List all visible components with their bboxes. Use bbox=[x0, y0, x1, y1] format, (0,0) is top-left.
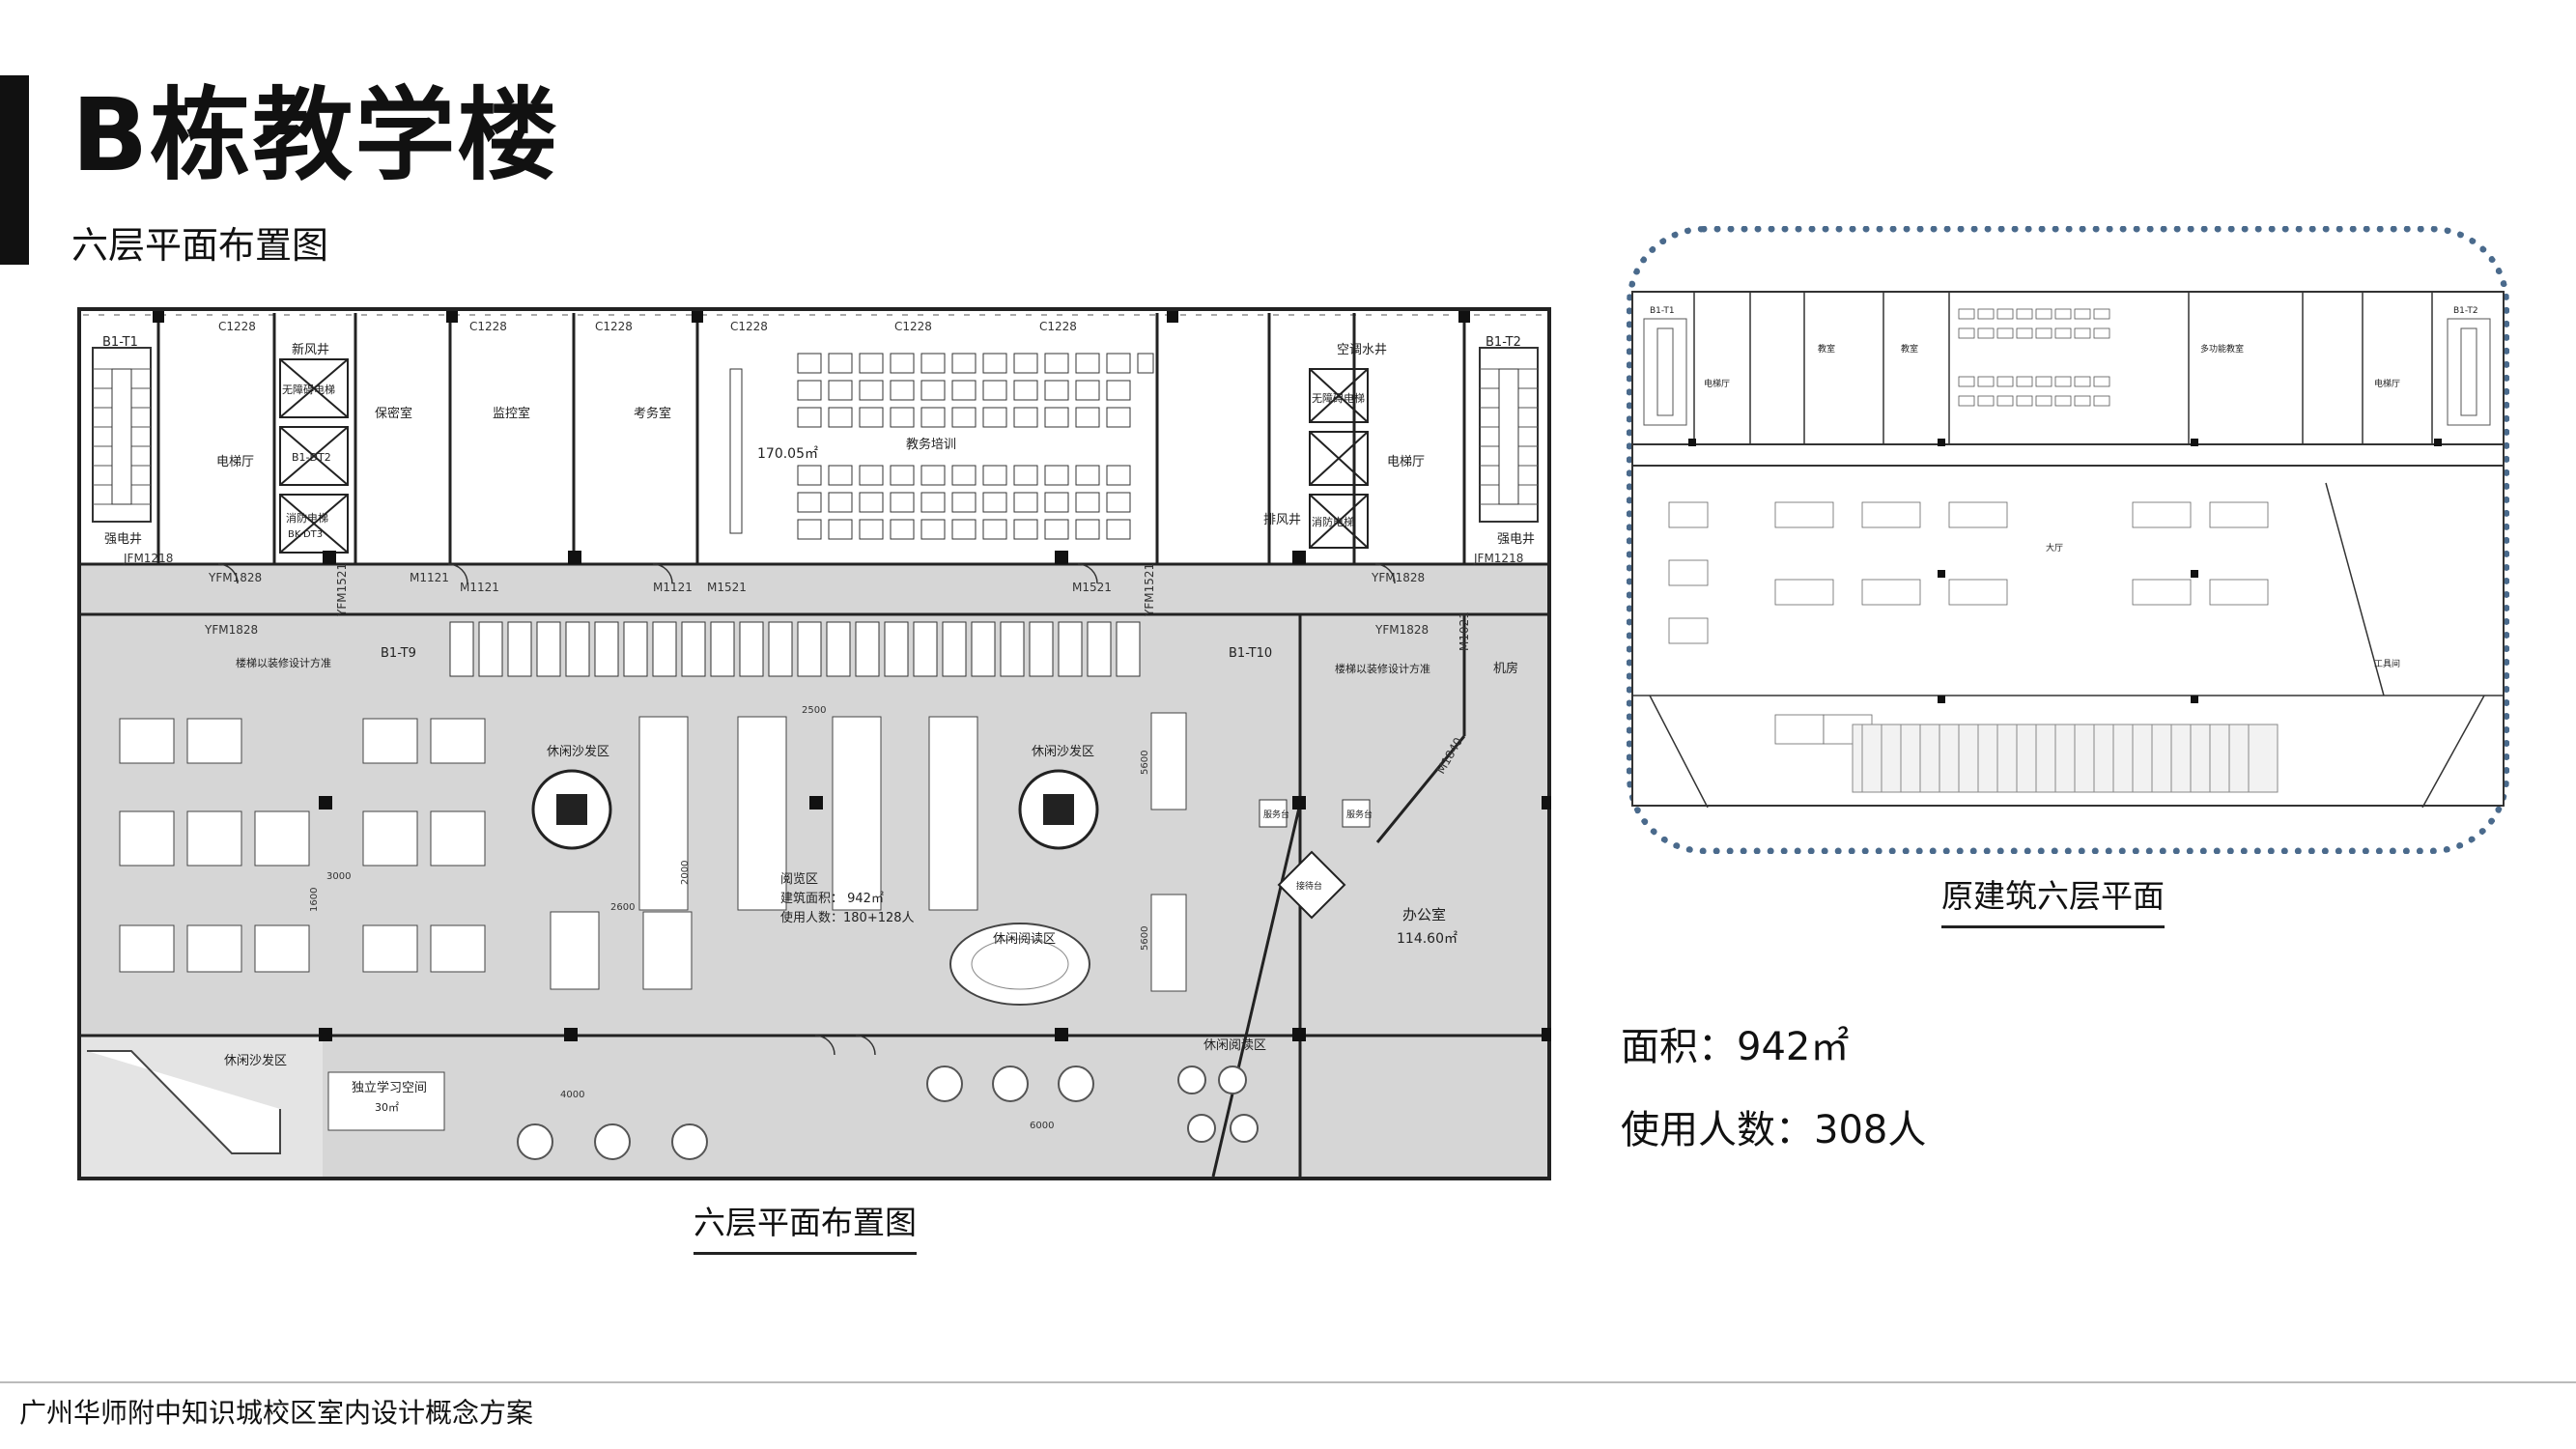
orig-label-multi-room: 多功能教室 bbox=[2200, 343, 2244, 355]
door-c1228-6: C1228 bbox=[1039, 320, 1077, 333]
orig-label-stair-left: B1-T1 bbox=[1650, 306, 1675, 316]
label-office: 办公室 bbox=[1402, 906, 1446, 923]
dim-6000: 6000 bbox=[1030, 1121, 1054, 1131]
dim-2600: 2600 bbox=[610, 902, 635, 913]
label-security-room: 保密室 bbox=[375, 406, 412, 421]
orig-label-classroom-1: 教室 bbox=[1818, 343, 1835, 355]
door-yfm1828-2: YFM1828 bbox=[204, 623, 258, 637]
label-casual-reading-bottom: 休闲阅读区 bbox=[1203, 1038, 1266, 1053]
title-accent-bar bbox=[0, 75, 29, 265]
door-c1228-5: C1228 bbox=[894, 320, 932, 333]
label-desk-2: 服务台 bbox=[1346, 809, 1373, 820]
door-yfm1828-1: YFM1828 bbox=[208, 571, 262, 584]
label-lounge-right: 休闲沙发区 bbox=[1032, 744, 1094, 759]
label-lounge-bottom-left: 休闲沙发区 bbox=[224, 1053, 287, 1068]
label-fire-elevator: 消防电梯 bbox=[286, 511, 328, 525]
label-accessible-elevator-2: 无障碍电梯 bbox=[1312, 391, 1365, 405]
orig-label-stair-right: B1-T2 bbox=[2453, 306, 2478, 316]
dim-4000: 4000 bbox=[560, 1090, 584, 1100]
label-stair-note-left: 楼梯以装修设计方准 bbox=[236, 656, 331, 669]
dim-1600: 1600 bbox=[309, 888, 320, 912]
label-elevator-code: B1-DT2 bbox=[292, 451, 331, 464]
page-title: B栋教学楼 bbox=[71, 76, 560, 194]
door-jfm1218-1: JFM1218 bbox=[123, 552, 173, 565]
users-stat: 使用人数：308人 bbox=[1621, 1108, 1927, 1152]
door-m1121-3: M1121 bbox=[653, 581, 693, 594]
original-floor-plan: B1-T1 B1-T2 教室 教室 多功能教室 电梯厅 电梯厅 大厅 工具间 bbox=[1631, 291, 2505, 808]
door-m1021: M1021 bbox=[1458, 611, 1471, 651]
orig-label-elevator-hall-left: 电梯厅 bbox=[1704, 378, 1730, 389]
dim-5600-2: 5600 bbox=[1140, 926, 1150, 951]
door-c1228-4: C1228 bbox=[730, 320, 768, 333]
label-elevator-hall-left: 电梯厅 bbox=[216, 455, 254, 469]
label-stair-note-right: 楼梯以装修设计方准 bbox=[1335, 662, 1430, 675]
door-c1228-2: C1228 bbox=[469, 320, 507, 333]
door-yfm1828-3: YFM1828 bbox=[1371, 571, 1425, 584]
label-monitor-room: 监控室 bbox=[493, 406, 530, 421]
dim-2000: 2000 bbox=[680, 861, 691, 885]
label-fire-elevator-code: BK-DT3 bbox=[288, 529, 323, 540]
label-casual-reading-oval: 休闲阅读区 bbox=[993, 932, 1056, 947]
door-m1121-2: M1121 bbox=[460, 581, 499, 594]
label-reading-users: 使用人数：180+128人 bbox=[780, 910, 915, 925]
dim-3000: 3000 bbox=[326, 871, 351, 882]
label-strong-power-left: 强电井 bbox=[104, 532, 142, 547]
label-study-space: 独立学习空间 bbox=[352, 1080, 427, 1095]
orig-label-classroom-2: 教室 bbox=[1901, 343, 1918, 355]
label-exhaust-shaft: 排风井 bbox=[1263, 513, 1301, 527]
orig-label-elevator-hall-right: 电梯厅 bbox=[2374, 378, 2400, 389]
label-stair-mid-right: B1-T10 bbox=[1229, 646, 1272, 661]
label-machine-room: 机房 bbox=[1493, 661, 1518, 676]
door-jfm1218-2: JFM1218 bbox=[1473, 552, 1523, 565]
door-m1521-1: M1521 bbox=[707, 581, 747, 594]
dim-5600-1: 5600 bbox=[1140, 751, 1150, 775]
door-yfm1828-4: YFM1828 bbox=[1374, 623, 1429, 637]
label-desk-3: 接待台 bbox=[1296, 880, 1322, 892]
label-stair-mid-left: B1-T9 bbox=[381, 646, 416, 661]
label-ac-shaft: 空调水井 bbox=[1337, 343, 1387, 357]
label-lounge-left: 休闲沙发区 bbox=[547, 744, 609, 759]
label-fresh-air-shaft: 新风井 bbox=[292, 342, 329, 357]
page-subtitle: 六层平面布置图 bbox=[71, 224, 329, 267]
main-plan-caption: 六层平面布置图 bbox=[694, 1204, 917, 1255]
orig-label-tool-room: 工具间 bbox=[2374, 658, 2400, 669]
label-training-area: 170.05㎡ bbox=[757, 446, 818, 462]
label-stair-left: B1-T1 bbox=[102, 335, 138, 350]
dim-2500: 2500 bbox=[802, 705, 826, 716]
label-stair-right: B1-T2 bbox=[1486, 335, 1521, 350]
door-yfm1521-1: YFM1521 bbox=[335, 563, 349, 617]
label-strong-power-right: 强电井 bbox=[1497, 532, 1535, 547]
label-elevator-accessible: 无障碍电梯 bbox=[282, 383, 335, 396]
label-fire-elevator-2: 消防电梯 bbox=[1312, 515, 1354, 528]
door-c1228-1: C1228 bbox=[218, 320, 256, 333]
door-yfm1521-2: YFM1521 bbox=[1143, 563, 1156, 617]
label-desk-1: 服务台 bbox=[1263, 809, 1289, 820]
label-exam-room: 考务室 bbox=[634, 406, 671, 421]
footer-divider bbox=[0, 1381, 2576, 1383]
orig-label-big-hall: 大厅 bbox=[2046, 542, 2063, 554]
label-training-room: 教务培训 bbox=[906, 437, 956, 452]
label-reading-zone: 阅览区 bbox=[780, 871, 818, 887]
label-elevator-hall-right: 电梯厅 bbox=[1387, 455, 1425, 469]
label-study-space-area: 30㎡ bbox=[375, 1101, 399, 1114]
main-floor-plan: B1-T1 B1-T2 新风井 无障碍电梯 B1-DT2 消防电梯 BK-DT3… bbox=[73, 301, 1555, 1186]
footer-text: 广州华师附中知识城校区室内设计概念方案 bbox=[19, 1397, 534, 1429]
original-plan-caption: 原建筑六层平面 bbox=[1941, 877, 2165, 928]
label-reading-area: 建筑面积： 942㎡ bbox=[780, 891, 884, 906]
area-stat: 面积：942㎡ bbox=[1621, 1025, 1850, 1069]
door-c1228-3: C1228 bbox=[595, 320, 633, 333]
door-m1521-2: M1521 bbox=[1072, 581, 1112, 594]
label-office-area: 114.60㎡ bbox=[1397, 931, 1458, 947]
door-m1121-1: M1121 bbox=[410, 571, 449, 584]
